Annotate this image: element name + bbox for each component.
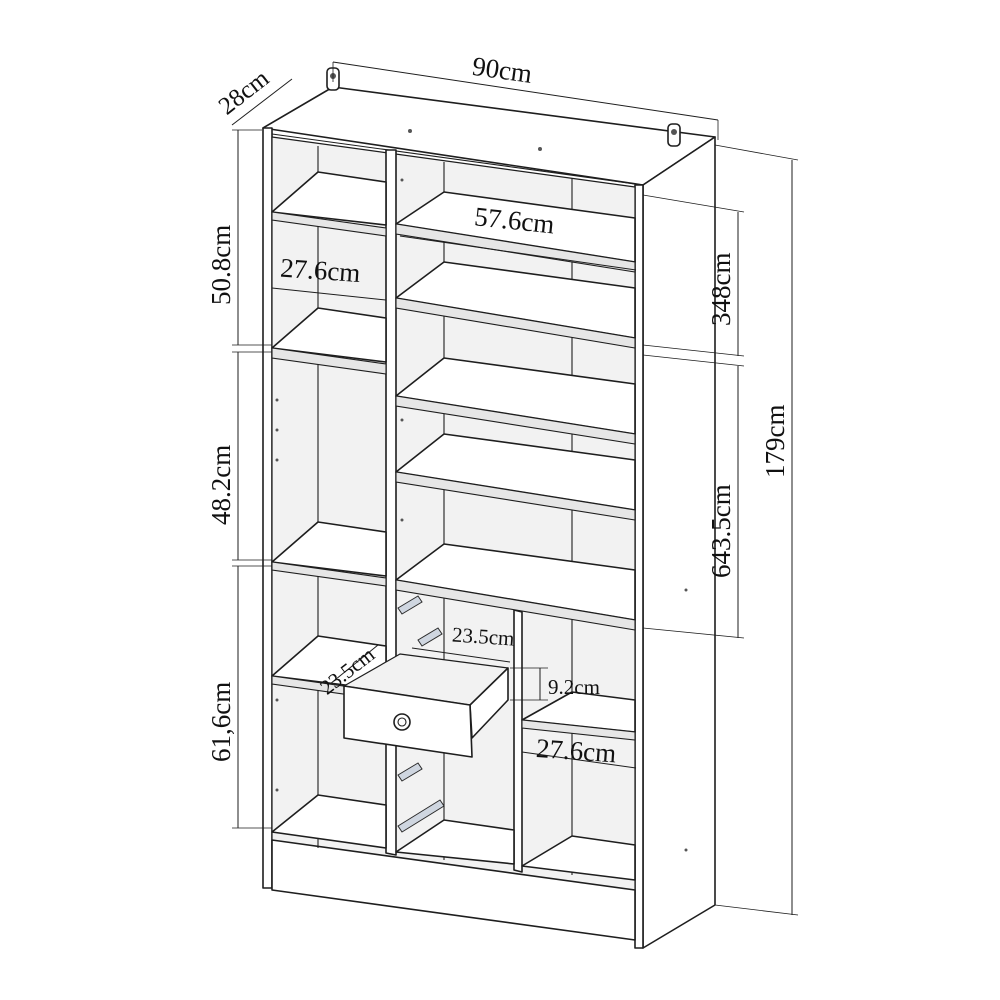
middle-section-height-label: 48.2cm — [206, 445, 236, 525]
left-shelf-2 — [271, 307, 387, 363]
left-side-panel — [262, 127, 273, 889]
drawer-height-label: 9.2cm — [548, 675, 600, 699]
bottom-section-height-label: 61,6cm — [206, 682, 236, 762]
dimension-lines — [231, 61, 799, 916]
left-bottom-shelf — [271, 794, 387, 849]
drawer — [343, 653, 509, 758]
right-compartment-width-label: 27.6cm — [535, 733, 617, 769]
center-divider — [385, 149, 397, 856]
drawer-width-label: 23.5cm — [451, 622, 515, 650]
right-side-panel — [642, 136, 716, 949]
right-shelves — [395, 191, 636, 881]
total-height-label: 179cm — [760, 405, 790, 479]
top-section-height-label: 50.8cm — [206, 225, 236, 305]
right-front-edge — [634, 184, 644, 949]
bottom-shelf-right — [521, 835, 636, 881]
lower-right-divider — [513, 609, 523, 873]
right-lower-height-label: 643.5cm — [706, 484, 736, 578]
left-shelf-1 — [271, 171, 387, 226]
plinth — [271, 839, 636, 941]
right-upper-height-label: 348cm — [706, 253, 736, 327]
depth-label: 28cm — [214, 64, 275, 120]
bottom-shelf-center — [395, 819, 515, 865]
width-label: 90cm — [470, 51, 534, 89]
shelf-pin-holes — [275, 129, 688, 852]
drawer-slide-icon — [397, 595, 445, 833]
drawer-knob-icon — [393, 713, 411, 731]
left-shelf-3 — [271, 521, 387, 577]
left-shelf-width-label: 27.6cm — [279, 253, 361, 289]
